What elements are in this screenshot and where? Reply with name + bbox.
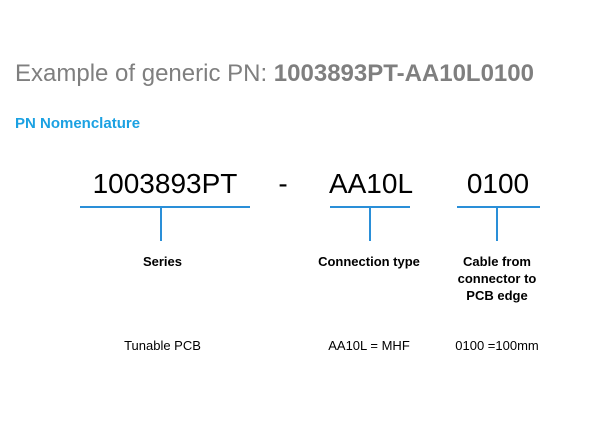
bracket-bar-series (80, 206, 250, 208)
section-subtitle: PN Nomenclature (15, 115, 141, 132)
segment-label-series: Series (142, 254, 183, 269)
segment-label-cable: Cable from connector to PCB edge (457, 254, 537, 303)
segment-code-connection: AA10L (328, 168, 414, 199)
segment-label-connection: Connection type (318, 254, 420, 269)
bracket-stem-cable (496, 207, 498, 241)
segment-code-series: 1003893PT (92, 168, 238, 199)
bracket-stem-connection (369, 207, 371, 241)
pn-separator: - (278, 168, 288, 199)
title-part-number: 1003893PT-AA10L0100 (273, 60, 534, 87)
segment-desc-connection: AA10L = MHF (328, 338, 410, 353)
segment-desc-cable: 0100 =100mm (455, 338, 539, 353)
title-prefix: Example of generic PN: (15, 60, 274, 87)
bracket-bar-cable (457, 206, 540, 208)
segment-desc-series: Tunable PCB (124, 338, 201, 353)
bracket-stem-series (160, 207, 162, 241)
segment-code-cable: 0100 (466, 168, 530, 199)
page-title: Example of generic PN: 1003893PT-AA10L01… (15, 60, 534, 88)
